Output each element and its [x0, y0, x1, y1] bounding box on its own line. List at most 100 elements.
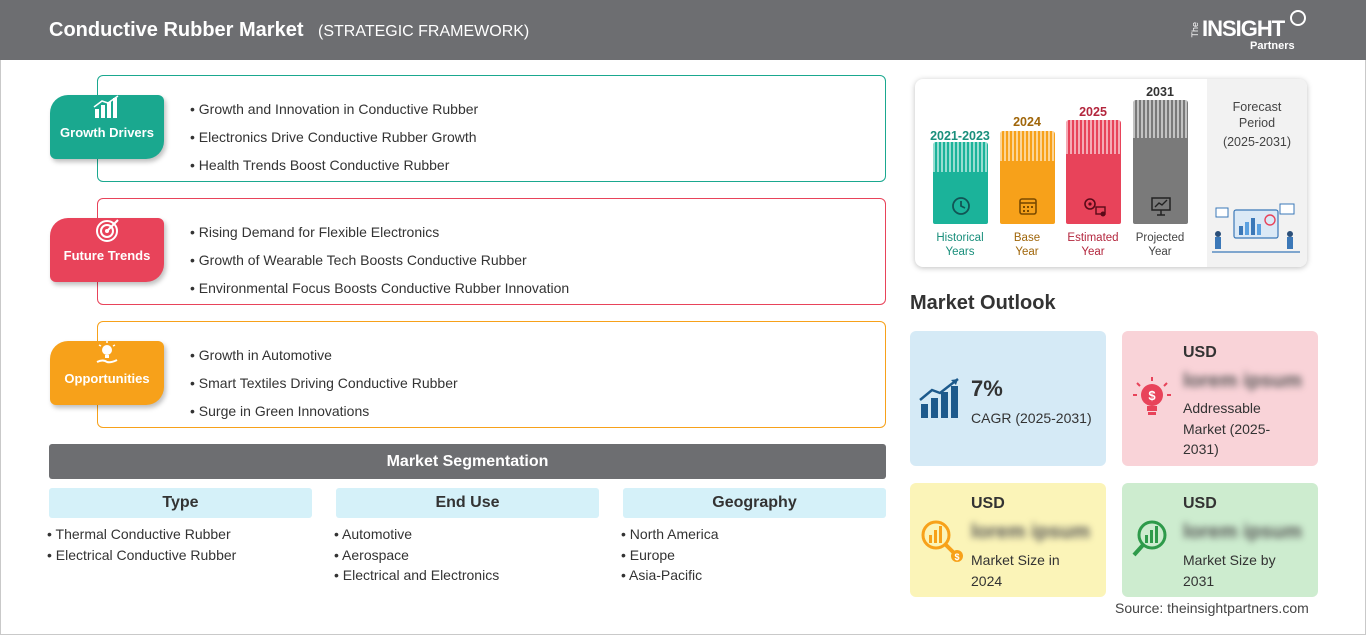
addressable-value: lorem ipsum: [1183, 370, 1302, 392]
cagr-label: CAGR (2025-2031): [971, 410, 1092, 426]
segment-end-use-list: Automotive Aerospace Electrical and Elec…: [334, 524, 499, 586]
forecast-line3: (2025-2031): [1222, 135, 1292, 149]
logo-insight: INSIGHT: [1202, 16, 1285, 41]
lightbulb-dollar-icon: $: [1130, 375, 1174, 429]
list-item: Environmental Focus Boosts Conductive Ru…: [190, 274, 569, 302]
projected-label-line2: Year: [1148, 246, 1172, 258]
size-2031-currency: USD: [1183, 495, 1217, 512]
base-label-line1: Base: [1013, 232, 1041, 244]
logo-ring-icon: [1290, 10, 1306, 26]
forecast-line1: Forecast: [1232, 100, 1282, 114]
opportunities-list: Growth in Automotive Smart Textiles Driv…: [190, 341, 458, 425]
projected-year-year: 2031: [1146, 85, 1174, 99]
list-item: Automotive: [334, 524, 499, 545]
estimated-label-line2: Year: [1081, 246, 1105, 258]
estimated-year-bar: [1066, 120, 1121, 224]
list-item: Thermal Conductive Rubber: [47, 524, 236, 545]
forecast-line2: Period: [1238, 116, 1276, 130]
list-item: Smart Textiles Driving Conductive Rubber: [190, 369, 458, 397]
logo-partners: Partners: [1250, 40, 1295, 52]
list-item: Surge in Green Innovations: [190, 397, 458, 425]
addressable-market-card: $: [1122, 331, 1318, 466]
historical-years-label: Historical Years: [920, 231, 1000, 259]
list-item: Growth of Wearable Tech Boosts Conductiv…: [190, 246, 569, 274]
growth-bars-icon: [918, 376, 962, 428]
segment-geography-list: North America Europe Asia-Pacific: [621, 524, 719, 586]
list-item: Europe: [621, 545, 719, 566]
presentation-board-icon: [1148, 195, 1173, 217]
growth-drivers-list: Growth and Innovation in Conductive Rubb…: [190, 95, 478, 179]
bar-stripes: [1133, 100, 1188, 138]
insight-partners-logo[interactable]: The INSIGHT Partners: [1190, 10, 1310, 54]
svg-text:$: $: [954, 552, 959, 562]
addressable-label: Addressable Market (2025-2031): [1183, 400, 1271, 457]
opportunities-label: Opportunities: [64, 371, 150, 386]
opportunities-box: Growth in Automotive Smart Textiles Driv…: [97, 321, 886, 428]
bar-stripes: [1000, 131, 1055, 161]
market-size-2024-card: $: [910, 483, 1106, 597]
history-clock-icon: [948, 195, 973, 217]
future-trends-label: Future Trends: [63, 248, 151, 263]
calendar-icon: [1015, 195, 1040, 217]
size-2031-value: lorem ipsum: [1183, 521, 1302, 543]
addressable-currency: USD: [1183, 344, 1217, 361]
list-item: Electrical Conductive Rubber: [47, 545, 237, 566]
segment-type-heading: Type: [49, 488, 312, 518]
lightbulb-hand-icon: [50, 341, 164, 371]
future-trends-box: Rising Demand for Flexible Electronics G…: [97, 198, 886, 305]
opportunities-badge: Opportunities: [50, 341, 164, 405]
bar-chart-growth-icon: [50, 95, 164, 125]
segment-geography-heading: Geography: [623, 488, 886, 518]
list-item: North America: [621, 524, 719, 545]
analytics-people-icon: [1210, 200, 1302, 258]
projected-label-line1: Projected: [1135, 232, 1185, 244]
historical-years-year: 2021-2023: [930, 129, 990, 143]
cagr-value: 7%: [971, 376, 1003, 401]
historical-label-line2: Years: [945, 246, 975, 258]
list-item: Electronics Drive Conductive Rubber Grow…: [190, 123, 478, 151]
logo-the: The: [1190, 22, 1200, 38]
page-title: Conductive Rubber Market: [49, 19, 304, 41]
estimated-label-line1: Estimated: [1067, 232, 1119, 244]
estimate-gears-icon: [1081, 195, 1106, 217]
estimated-year-label: Estimated Year: [1053, 231, 1133, 259]
segment-type-list: Thermal Conductive Rubber Electrical Con…: [47, 524, 237, 566]
header-bar: Conductive Rubber Market (STRATEGIC FRAM…: [0, 0, 1366, 60]
future-trends-list: Rising Demand for Flexible Electronics G…: [190, 218, 569, 302]
list-item: Electrical and Electronics: [334, 565, 499, 586]
source-text: Source: theinsightpartners.com: [1115, 600, 1309, 616]
size-2024-value: lorem ipsum: [971, 521, 1090, 543]
segment-end-use-heading: End Use: [336, 488, 599, 518]
growth-drivers-badge: Growth Drivers: [50, 95, 164, 159]
bar-stripes: [933, 142, 988, 172]
page-subtitle: (STRATEGIC FRAMEWORK): [318, 23, 530, 40]
historical-label-line1: Historical: [936, 232, 984, 244]
base-label-line2: Year: [1015, 246, 1039, 258]
size-2024-currency: USD: [971, 495, 1005, 512]
cagr-card: [910, 331, 1106, 466]
market-size-2031-card: [1122, 483, 1318, 597]
list-item: Growth in Automotive: [190, 341, 458, 369]
size-2031-label: Market Size by 2031: [1183, 552, 1276, 589]
base-year-label: Base Year: [987, 231, 1067, 259]
svg-text:$: $: [1148, 388, 1156, 403]
segmentation-title: Market Segmentation: [49, 444, 886, 479]
list-item: Health Trends Boost Conductive Rubber: [190, 151, 478, 179]
list-item: Rising Demand for Flexible Electronics: [190, 218, 569, 246]
future-trends-badge: Future Trends: [50, 218, 164, 282]
projected-year-bar: [1133, 100, 1188, 224]
list-item: Asia-Pacific: [621, 565, 719, 586]
growth-drivers-label: Growth Drivers: [60, 125, 154, 140]
list-item: Growth and Innovation in Conductive Rubb…: [190, 95, 478, 123]
estimated-year-year: 2025: [1079, 105, 1107, 119]
target-icon: [50, 218, 164, 248]
base-year-bar: [1000, 131, 1055, 224]
forecast-period-text: Forecast Period (2025-2031): [1212, 99, 1302, 150]
size-2024-label: Market Size in 2024: [971, 552, 1060, 589]
growth-drivers-box: Growth and Innovation in Conductive Rubb…: [97, 75, 886, 182]
projected-year-label: Projected Year: [1120, 231, 1200, 259]
magnifier-chart-icon: [1130, 517, 1176, 571]
bar-stripes: [1066, 120, 1121, 154]
list-item: Aerospace: [334, 545, 499, 566]
base-year-year: 2024: [1013, 115, 1041, 129]
